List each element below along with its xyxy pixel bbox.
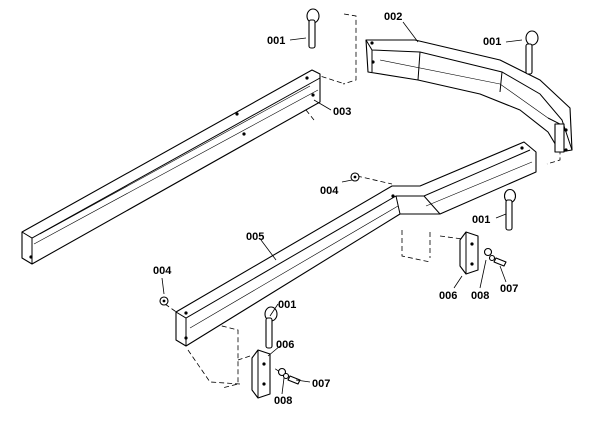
leader-lines <box>161 21 523 395</box>
lower-frame-005 <box>175 141 537 347</box>
washer-008-lower <box>277 367 290 380</box>
pin-001-top-right <box>525 30 539 75</box>
callouts: 001 002 001 003 004 001 005 004 006 008 … <box>153 11 518 407</box>
callout-006-right: 006 <box>439 290 457 302</box>
callout-008-right: 008 <box>471 290 489 302</box>
callout-002: 002 <box>384 11 402 23</box>
callout-001-mid-right: 001 <box>472 214 490 226</box>
pin-001-top-left <box>306 8 320 49</box>
callout-007-lower: 007 <box>312 378 330 390</box>
upper-frame-002 <box>365 39 573 153</box>
nut-004-upper <box>350 172 360 182</box>
callout-007-right: 007 <box>500 283 518 295</box>
callout-001-top-right: 001 <box>483 36 501 48</box>
callout-008-lower: 008 <box>274 395 292 407</box>
bracket-006-right <box>459 231 479 275</box>
pin-001-mid-right <box>503 188 517 231</box>
left-rail-003 <box>21 69 321 265</box>
callout-006-lower: 006 <box>276 339 294 351</box>
bracket-006-lower <box>251 349 271 399</box>
callout-003: 003 <box>333 106 351 118</box>
washer-008-right <box>483 247 496 262</box>
nut-004-lower <box>159 296 169 306</box>
callout-004-lower: 004 <box>153 265 172 277</box>
callout-001-top-left: 001 <box>267 35 285 47</box>
bolt-007-right <box>493 257 507 267</box>
callout-004-upper: 004 <box>320 185 339 197</box>
callout-001-lower: 001 <box>278 299 296 311</box>
bolt-007-lower <box>287 375 301 385</box>
callout-005: 005 <box>246 231 264 243</box>
